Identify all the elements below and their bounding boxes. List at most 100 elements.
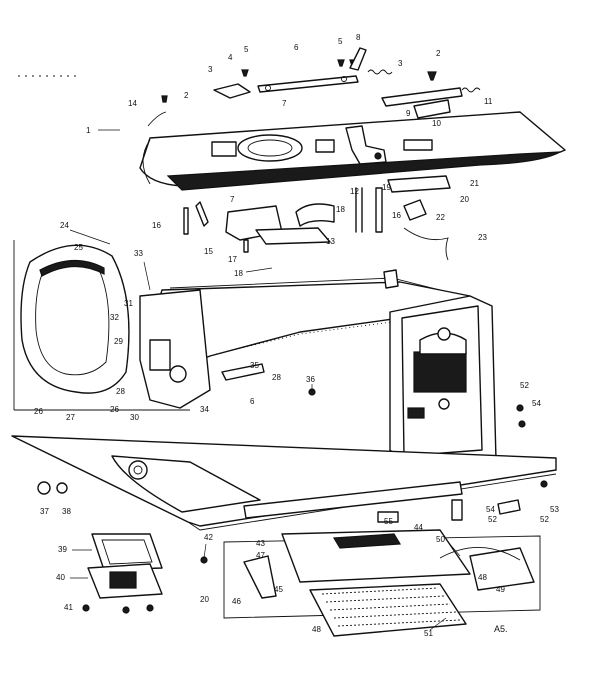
machine-base [11, 435, 557, 531]
callout-c54b: 54 [486, 505, 495, 514]
cover-slot [403, 139, 433, 151]
callout-c12: 12 [350, 187, 359, 196]
spool-pin [383, 269, 399, 289]
bed-plug [128, 460, 148, 480]
callout-c2b: 2 [436, 49, 441, 58]
callout-c52a: 52 [520, 381, 529, 390]
callout-c50: 50 [436, 535, 445, 544]
callout-c26a: 26 [34, 407, 43, 416]
callout-c29: 29 [114, 337, 123, 346]
bed-plug-inner [133, 465, 143, 475]
face-cover-band [39, 259, 105, 277]
callout-c41: 41 [64, 603, 73, 612]
callout-c42: 42 [204, 533, 213, 542]
rail [243, 481, 463, 519]
needle-clamp [149, 339, 171, 371]
bed-recess [111, 455, 261, 513]
callout-c23: 23 [478, 233, 487, 242]
screw-thirty-eight [56, 482, 68, 494]
callout-c28a: 28 [116, 387, 125, 396]
pin-fifteen [195, 201, 209, 227]
pin-fourteen [147, 111, 167, 127]
callout-c3b: 3 [398, 59, 403, 68]
bottom-cover-pattern [321, 587, 461, 627]
switch-small [407, 407, 425, 419]
screw-a [241, 69, 249, 77]
wedge-nineteen [295, 203, 335, 227]
callout-c49: 49 [496, 585, 505, 594]
cover-hole-large [237, 134, 303, 162]
callout-c7a: 7 [282, 99, 287, 108]
top-cover-edge [166, 151, 561, 191]
callout-labels: 1 2 2 3 3 4 5 5 6 6 7 7 8 9 10 11 12 13 … [34, 33, 559, 638]
screw-thirty-seven [37, 481, 51, 495]
screw-fifty-four [518, 420, 526, 428]
leader-50 [447, 541, 461, 557]
callout-c16b: 16 [392, 211, 401, 220]
callout-c53: 53 [550, 505, 559, 514]
bracket-ten [413, 99, 451, 119]
callout-c34: 34 [200, 405, 209, 414]
knob-top [437, 327, 451, 341]
callout-c46: 46 [232, 597, 241, 606]
callout-c24: 24 [60, 221, 69, 230]
callout-c5a: 5 [244, 45, 249, 54]
link-bar-hole-b [341, 76, 347, 82]
screw-forty-one-b [122, 606, 130, 614]
screw-fifty-two [516, 404, 524, 412]
cover-boss-left [211, 141, 237, 157]
callout-c16a: 16 [152, 221, 161, 230]
foot-right [451, 499, 463, 521]
arm-shadow [215, 321, 393, 355]
callout-c11: 11 [484, 97, 493, 106]
dial-mount [419, 332, 467, 355]
link-forty-five [243, 555, 277, 599]
clip-twenty-two [403, 199, 427, 221]
bracket-forty-nine [469, 547, 535, 591]
lower-left-parts [37, 481, 163, 614]
callout-c20a: 20 [460, 195, 469, 204]
leader-51 [429, 617, 447, 631]
knob-bottom [438, 398, 450, 410]
callout-c32: 32 [110, 313, 119, 322]
callout-c27: 27 [66, 413, 75, 422]
callout-c52b: 52 [488, 515, 497, 524]
link-bar [257, 75, 359, 93]
callout-c40: 40 [56, 573, 65, 582]
leader-33 [143, 261, 151, 291]
callout-c14: 14 [128, 99, 137, 108]
plate-forty-window [109, 571, 137, 589]
callout-c55: 55 [384, 517, 393, 526]
lever-left [213, 83, 251, 99]
top-cover-assembly [18, 47, 566, 191]
thread-take-up [169, 365, 187, 383]
callout-c2a: 2 [184, 91, 189, 100]
callout-c13: 13 [326, 237, 335, 246]
callout-c48b: 48 [312, 625, 321, 634]
screw-forty-one-c [146, 604, 154, 612]
callout-c4: 4 [228, 53, 233, 62]
link-bar-hole-a [265, 85, 271, 91]
callout-c6: 6 [294, 43, 299, 52]
callout-c10: 10 [432, 119, 441, 128]
spring-eleven [461, 87, 481, 93]
bottom-plate-assembly [200, 404, 548, 637]
callout-c48a: 48 [478, 573, 487, 582]
callout-c8: 8 [356, 33, 361, 42]
gasket-inner [101, 539, 153, 565]
callout-c3a: 3 [208, 65, 213, 74]
cover-hinge-hole [374, 152, 382, 160]
face-plate-assembly [13, 240, 190, 411]
hinge-fifty-five [377, 511, 399, 523]
callout-c20b: 20 [200, 595, 209, 604]
page-code: A5. [494, 624, 508, 634]
leader-42 [203, 543, 207, 559]
machine-body [139, 269, 497, 471]
lever-right [381, 87, 463, 107]
leader-24 [69, 229, 111, 245]
callout-c47: 47 [256, 551, 265, 560]
spring-right [367, 69, 393, 75]
callout-c28b: 28 [272, 373, 281, 382]
bracket-twenty [387, 175, 451, 193]
callout-c35: 35 [250, 361, 259, 370]
